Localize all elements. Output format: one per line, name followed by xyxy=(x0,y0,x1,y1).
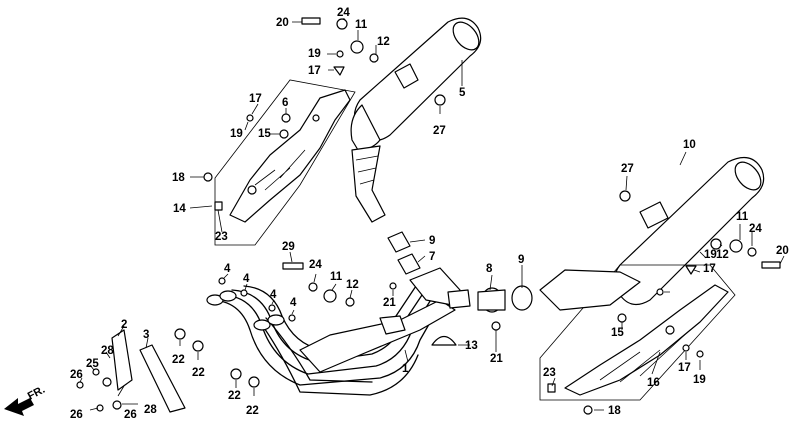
callout-20: 20 xyxy=(776,245,789,257)
callout-2: 2 xyxy=(121,319,127,331)
callout-12: 12 xyxy=(346,279,359,291)
left-muffler xyxy=(350,17,482,223)
callout-21: 21 xyxy=(490,353,503,365)
callout-29: 29 xyxy=(282,241,295,253)
callout-18: 18 xyxy=(172,172,185,184)
callout-9: 9 xyxy=(429,235,435,247)
right-connecting-pipe xyxy=(477,269,641,313)
callout-26: 26 xyxy=(70,369,83,381)
callout-24: 24 xyxy=(337,7,350,19)
callout-4: 4 xyxy=(290,297,297,309)
callout-18: 18 xyxy=(608,405,621,417)
callout-19: 19 xyxy=(693,374,706,386)
callout-23: 23 xyxy=(215,231,228,243)
callout-22: 22 xyxy=(192,367,205,379)
callout-8: 8 xyxy=(486,263,493,275)
callout-11: 11 xyxy=(736,211,749,223)
callout-11: 11 xyxy=(355,19,368,31)
callout-17: 17 xyxy=(678,362,691,374)
right-muffler xyxy=(613,156,765,306)
callout-25: 25 xyxy=(86,358,99,370)
callout-20: 20 xyxy=(276,17,289,29)
callout-27: 27 xyxy=(621,163,634,175)
callout-7: 7 xyxy=(429,251,435,263)
callout-28: 28 xyxy=(144,404,157,416)
callout-10: 10 xyxy=(683,139,696,151)
callout-6: 6 xyxy=(282,97,288,109)
callout-15: 15 xyxy=(258,128,271,140)
callout-17: 17 xyxy=(249,93,262,105)
left-heat-shield xyxy=(214,79,356,246)
callout-15: 15 xyxy=(611,327,624,339)
front-arrow-icon xyxy=(4,398,34,416)
callout-22: 22 xyxy=(228,390,241,402)
callout-26: 26 xyxy=(124,409,137,421)
callout-9: 9 xyxy=(518,254,524,266)
callout-5: 5 xyxy=(459,87,466,99)
callout-26: 26 xyxy=(70,409,83,421)
callout-4: 4 xyxy=(270,289,277,301)
hardware xyxy=(76,17,781,415)
callout-19: 19 xyxy=(230,128,243,140)
callout-27: 27 xyxy=(433,125,446,137)
callout-17: 17 xyxy=(703,263,716,275)
callout-12: 12 xyxy=(716,249,729,261)
collars xyxy=(387,231,471,309)
callout-14: 14 xyxy=(173,203,186,215)
callout-labels: 20 24 11 12 19 17 5 27 17 6 19 15 18 14 … xyxy=(70,7,789,421)
callout-19: 19 xyxy=(308,48,321,60)
callout-12: 12 xyxy=(377,36,390,48)
callout-3: 3 xyxy=(143,329,149,341)
callout-19: 19 xyxy=(704,249,717,261)
callout-24: 24 xyxy=(749,223,762,235)
callout-1: 1 xyxy=(402,363,409,375)
callout-4: 4 xyxy=(243,273,250,285)
callout-11: 11 xyxy=(330,271,343,283)
callout-28: 28 xyxy=(101,345,114,357)
callout-4: 4 xyxy=(224,263,231,275)
callout-24: 24 xyxy=(309,259,322,271)
callout-22: 22 xyxy=(172,354,185,366)
right-heat-shield xyxy=(539,264,736,401)
callout-21: 21 xyxy=(383,297,396,309)
front-direction-indicator: FR. xyxy=(4,384,47,416)
exhaust-header-assembly xyxy=(206,267,461,396)
front-label: FR. xyxy=(26,384,47,403)
callout-23: 23 xyxy=(543,367,556,379)
callout-16: 16 xyxy=(647,377,660,389)
callout-22: 22 xyxy=(246,405,259,417)
callout-13: 13 xyxy=(465,340,478,352)
callout-17: 17 xyxy=(308,65,321,77)
leader-lines xyxy=(79,18,785,411)
